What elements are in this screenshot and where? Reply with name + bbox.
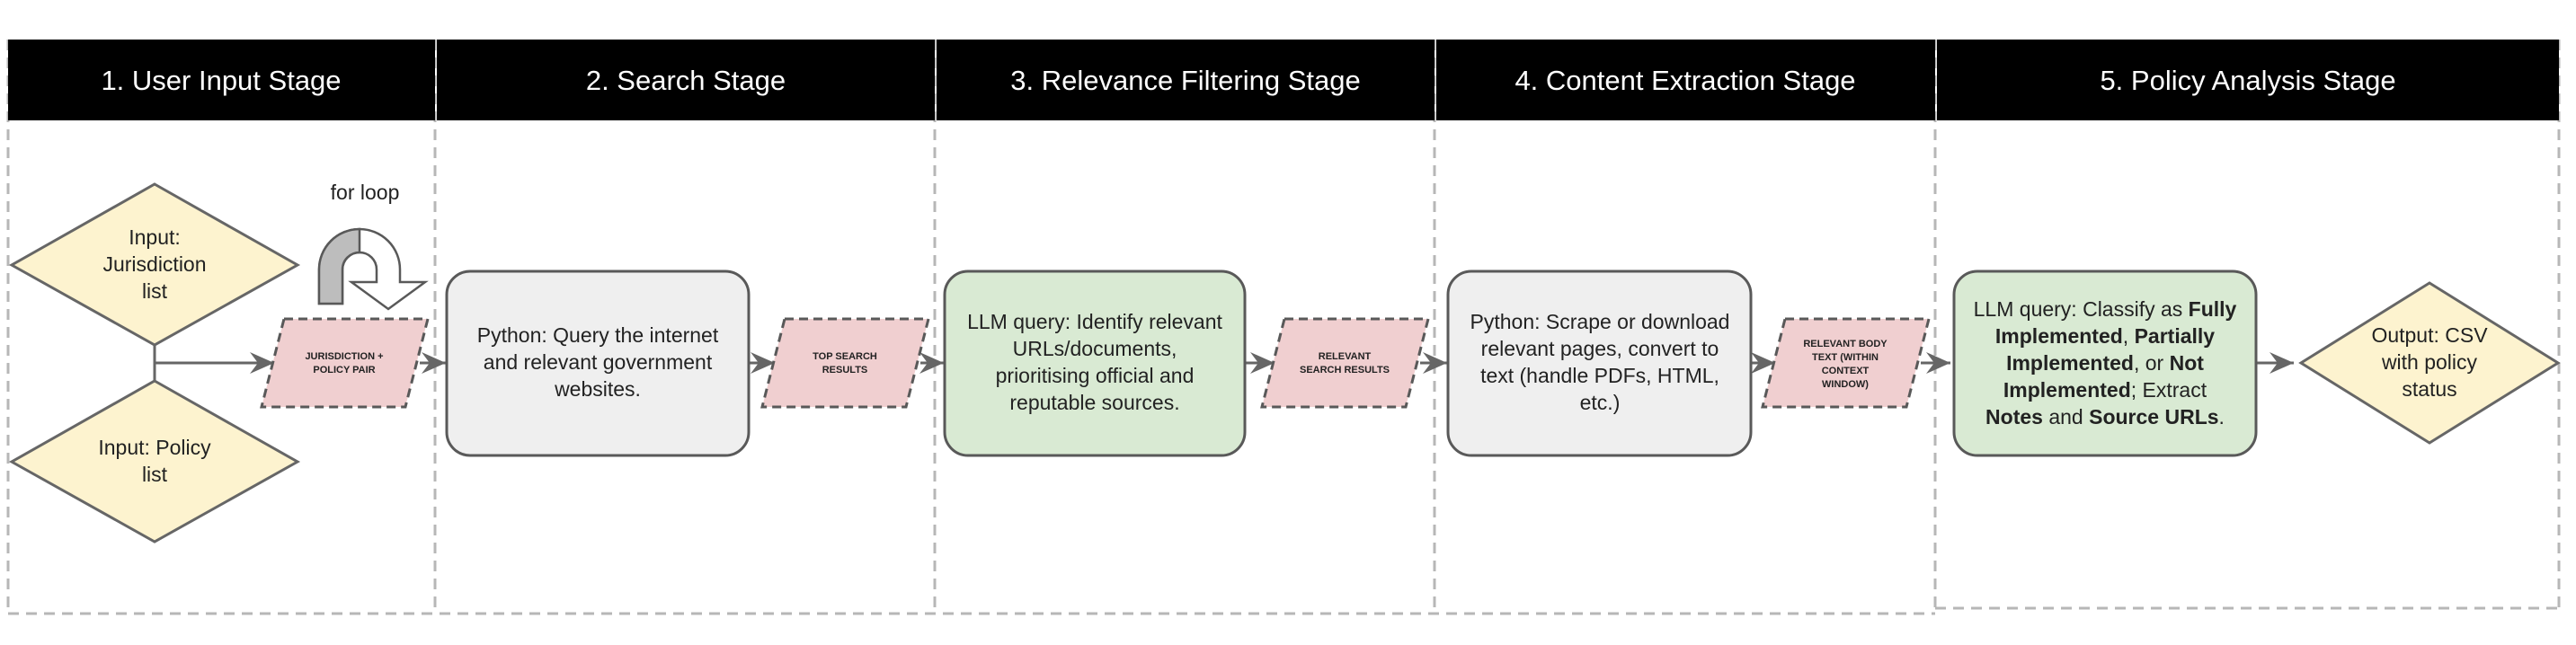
stage-header-5 <box>1937 40 2559 120</box>
process-classify-line-2: Implemented, Partially <box>1995 324 2215 348</box>
process-extract: Python: Scrape or download relevant page… <box>1446 269 1753 457</box>
process-search-line-3: websites. <box>554 377 641 401</box>
process-search-shape <box>445 269 751 457</box>
input-policy-line-2: list <box>142 463 168 486</box>
data-body-text-line-1: RELEVANT BODY <box>1803 339 1888 349</box>
stage-title-2: 2. Search Stage <box>586 65 786 96</box>
process-extract-line-4: etc.) <box>1580 391 1621 414</box>
input-jurisdiction: Input: Jurisdiction list <box>8 182 301 347</box>
classify-seg-1-1: , <box>2123 324 2135 348</box>
classify-seg-2-1: , or <box>2134 351 2170 375</box>
process-classify-line-5: Notes and Source URLs. <box>1985 405 2225 429</box>
classify-seg-4-1: and <box>2043 405 2089 429</box>
output-csv: Output: CSV with policy status <box>2298 281 2561 445</box>
stage-header-2 <box>437 40 935 120</box>
swimlane-borders <box>6 40 2561 615</box>
process-filter-line-3: prioritising official and <box>996 364 1195 387</box>
data-body-text: RELEVANT BODY TEXT (WITHIN CONTEXT WINDO… <box>1761 317 1931 409</box>
process-classify: LLM query: Classify as Fully Implemented… <box>1952 269 2258 457</box>
data-body-text-line-3: CONTEXT <box>1822 366 1870 376</box>
classify-seg-3-0: Implemented <box>2003 378 2131 402</box>
connectors <box>153 345 2294 381</box>
classify-seg-2-2: Not <box>2170 351 2205 375</box>
stage-title-3: 3. Relevance Filtering Stage <box>1010 65 1360 96</box>
stage-header-4 <box>1436 40 1935 120</box>
data-body-text-shape <box>1761 317 1931 409</box>
classify-seg-0-0: LLM query: Classify as <box>1974 297 2189 321</box>
data-top-results-line-2: RESULTS <box>822 365 868 376</box>
data-pair-line-1: JURISDICTION + <box>305 351 383 362</box>
data-relevant-results-line-2: SEARCH RESULTS <box>1300 365 1390 376</box>
input-policy-line-1: Input: Policy <box>98 436 211 459</box>
process-filter-line-2: URLs/documents, <box>1013 337 1177 360</box>
data-top-results-line-1: TOP SEARCH <box>813 351 877 362</box>
stage-headers: 1. User Input Stage 2. Search Stage 3. R… <box>8 40 2559 120</box>
process-filter-line-1: LLM query: Identify relevant <box>967 310 1222 333</box>
input-policy: Input: Policy list <box>8 379 301 543</box>
input-jurisdiction-shape <box>8 182 301 347</box>
process-extract-line-1: Python: Scrape or download <box>1470 310 1730 333</box>
classify-seg-0-1: Fully <box>2189 297 2237 321</box>
process-classify-line-3: Implemented, or Not <box>2006 351 2204 375</box>
data-body-text-line-4: WINDOW) <box>1822 379 1869 390</box>
stage-title-4: 4. Content Extraction Stage <box>1515 65 1855 96</box>
output-line-2: with policy <box>2381 350 2478 374</box>
process-extract-line-3: text (handle PDFs, HTML, <box>1480 364 1719 387</box>
stage-header-1 <box>8 40 435 120</box>
data-pair-shape <box>260 317 430 409</box>
output-line-3: status <box>2402 377 2456 401</box>
classify-seg-4-2: Source URLs <box>2089 405 2218 429</box>
process-classify-line-1: LLM query: Classify as Fully <box>1974 297 2237 321</box>
process-classify-line-4: Implemented; Extract <box>2003 378 2207 402</box>
loop-arrow-shade <box>317 227 361 305</box>
input-jurisdiction-line-2: Jurisdiction <box>102 252 206 276</box>
process-filter: LLM query: Identify relevant URLs/docume… <box>943 269 1247 457</box>
data-pair: JURISDICTION + POLICY PAIR <box>260 317 430 409</box>
stage-title-1: 1. User Input Stage <box>101 65 341 96</box>
input-jurisdiction-line-1: Input: <box>129 225 181 249</box>
loop-label: for loop <box>331 181 400 204</box>
classify-seg-4-3: . <box>2219 405 2225 429</box>
process-search-line-1: Python: Query the internet <box>477 323 719 347</box>
input-jurisdiction-line-3: list <box>142 279 168 303</box>
process-filter-line-4: reputable sources. <box>1009 391 1179 414</box>
data-body-text-line-2: TEXT (WITHIN <box>1812 352 1879 363</box>
process-extract-shape <box>1446 269 1753 457</box>
output-csv-shape <box>2298 281 2561 445</box>
process-classify-shape <box>1952 269 2258 457</box>
process-filter-shape <box>943 269 1247 457</box>
process-search: Python: Query the internet and relevant … <box>445 269 751 457</box>
classify-seg-4-0: Notes <box>1985 405 2043 429</box>
process-extract-line-2: relevant pages, convert to <box>1481 337 1719 360</box>
data-relevant-results-line-1: RELEVANT <box>1319 351 1372 362</box>
classify-seg-1-2: Partially <box>2135 324 2216 348</box>
classify-seg-2-0: Implemented <box>2006 351 2134 375</box>
data-top-results: TOP SEARCH RESULTS <box>760 317 930 409</box>
classify-seg-1-0: Implemented <box>1995 324 2123 348</box>
output-line-1: Output: CSV <box>2371 323 2488 347</box>
data-top-results-shape <box>760 317 930 409</box>
stage-title-5: 5. Policy Analysis Stage <box>2100 65 2395 96</box>
input-policy-shape <box>8 379 301 543</box>
data-pair-line-2: POLICY PAIR <box>313 365 375 376</box>
data-relevant-results: RELEVANT SEARCH RESULTS <box>1260 317 1430 409</box>
classify-seg-3-1: ; Extract <box>2131 378 2207 402</box>
for-loop-indicator: for loop <box>317 181 429 311</box>
process-search-line-2: and relevant government <box>484 350 713 374</box>
data-relevant-results-shape <box>1260 317 1430 409</box>
stage-header-3 <box>937 40 1435 120</box>
